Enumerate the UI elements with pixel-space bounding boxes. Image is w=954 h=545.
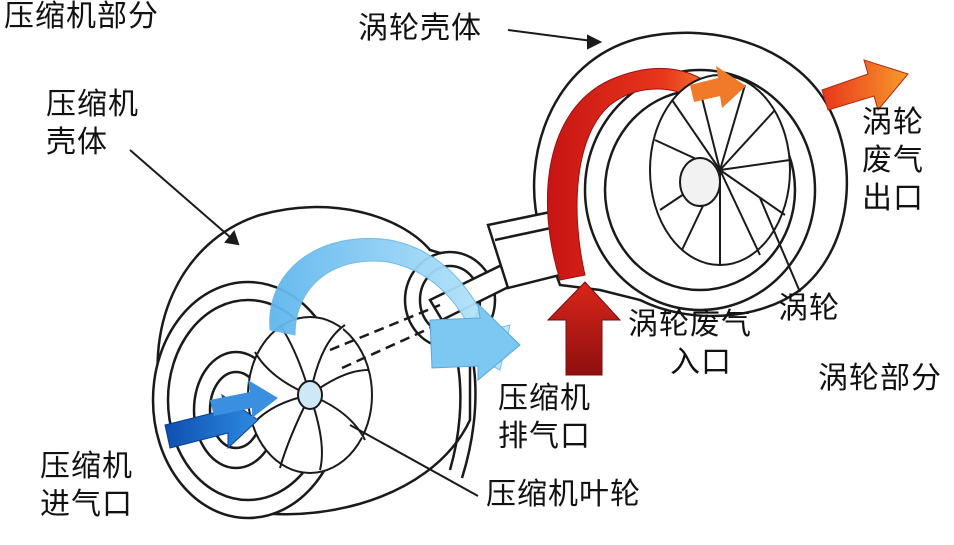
label-compressor-inlet: 压缩机 进气口 <box>40 449 133 522</box>
exhaust-outlet-arrow <box>821 59 909 112</box>
leader-lines <box>129 29 801 497</box>
label-compressor-section: 压缩机部分 <box>4 0 159 34</box>
label-turbine-housing: 涡轮壳体 <box>358 11 482 46</box>
turbine-flow-arrow <box>690 66 746 108</box>
label-turbine-exhaust-outlet: 涡轮 废气 出口 <box>862 105 924 216</box>
label-turbine-wheel: 涡轮 <box>778 291 840 326</box>
intake-arrows <box>164 380 278 450</box>
turbine-wheel-graphic <box>649 74 791 266</box>
label-compressor-wheel: 压缩机叶轮 <box>486 477 641 512</box>
label-compressor-outlet: 压缩机 排气口 <box>498 381 591 454</box>
label-turbine-exhaust-inlet: 涡轮废气 入口 <box>628 307 752 380</box>
compressor-outlet-arrow <box>429 302 521 382</box>
exhaust-inlet-arrow <box>546 281 622 376</box>
label-compressor-housing: 压缩机 壳体 <box>46 87 139 160</box>
compressor-wheel <box>247 316 373 474</box>
compressed-air-arrow <box>269 238 511 371</box>
label-turbine-section: 涡轮部分 <box>818 361 942 396</box>
